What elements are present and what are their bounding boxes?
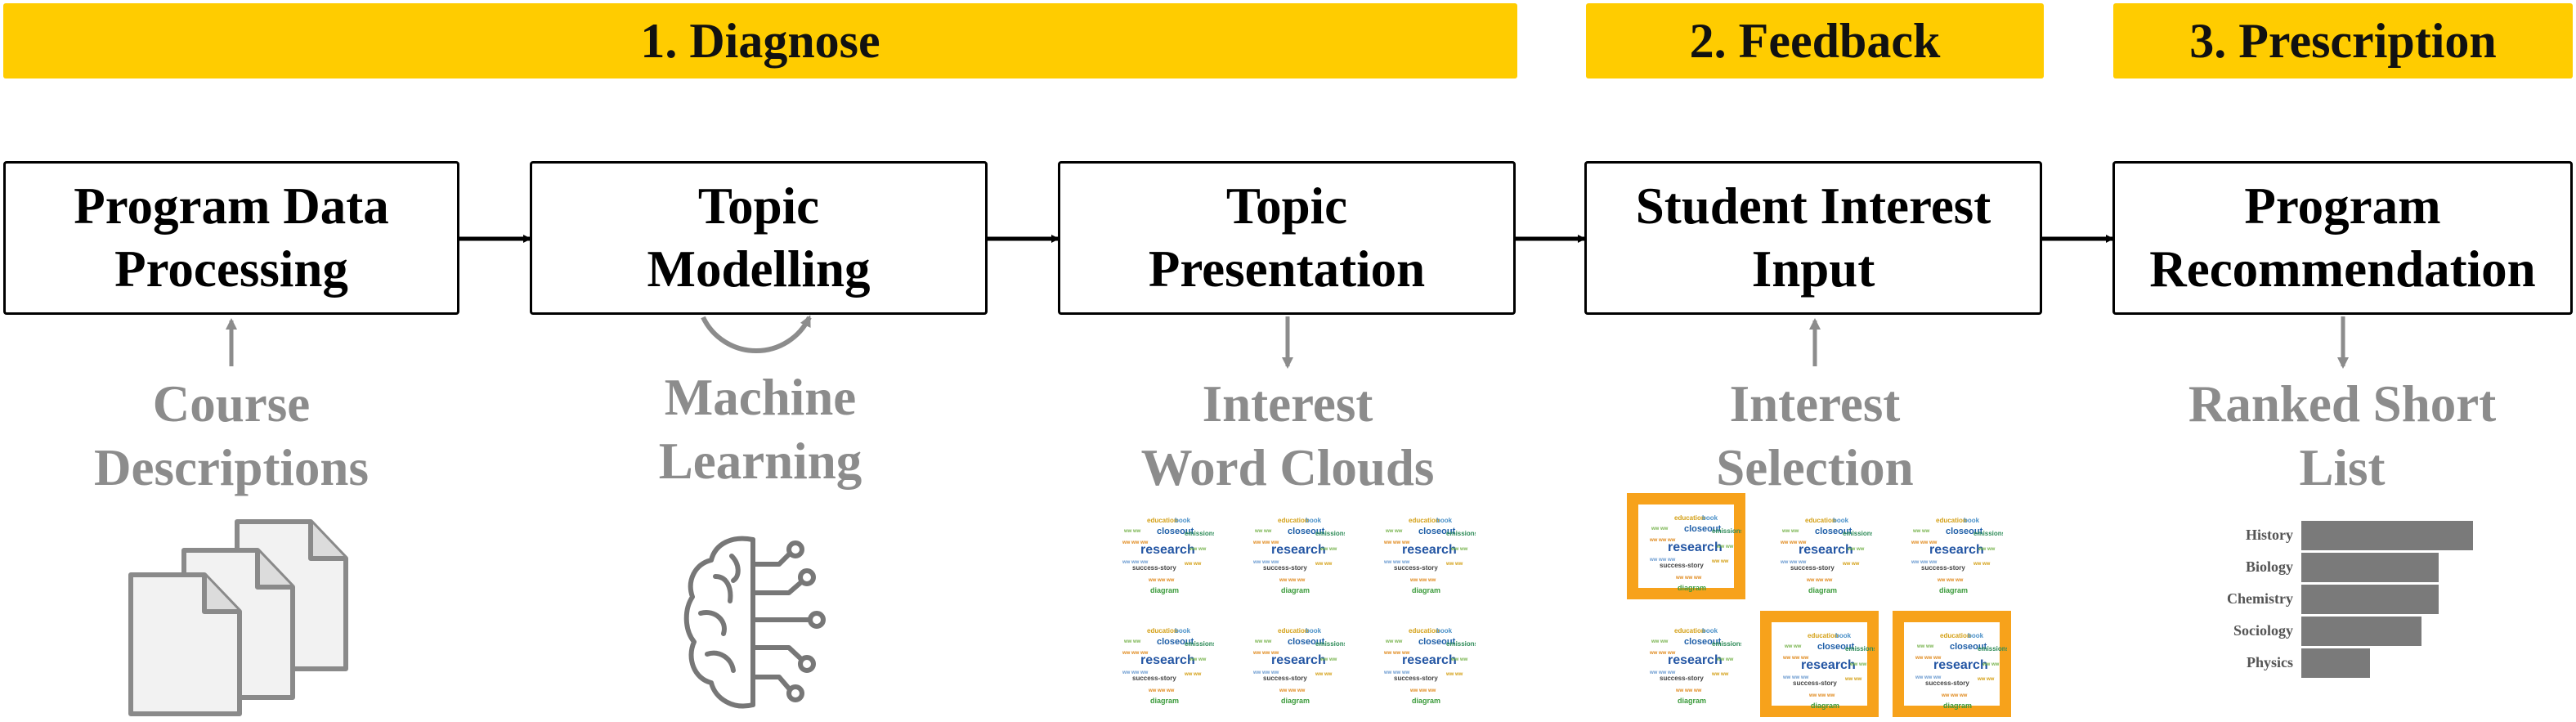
step5-line1: Program	[2244, 177, 2441, 235]
artifact-interest-word-clouds: Interest Word Clouds	[1075, 372, 1500, 500]
short-list-label: Chemistry	[2227, 590, 2293, 607]
artifact-course-descriptions: Course Descriptions	[19, 372, 444, 500]
word-cloud-icon	[1122, 627, 1214, 705]
artifact4-line2: Selection	[1716, 439, 1914, 496]
artifact3-line2: Word Clouds	[1140, 439, 1435, 496]
step4-line2: Input	[1751, 240, 1875, 298]
step-topic-presentation: Topic Presentation	[1058, 161, 1516, 315]
documents-icon	[128, 519, 348, 716]
word-cloud-icon	[1649, 514, 1741, 592]
selected-word-cloud-1	[1627, 493, 1745, 599]
step-program-data-processing: Program Data Processing	[3, 161, 459, 315]
artifact-ranked-short-list: Ranked Short List	[2130, 372, 2555, 500]
artifact4-line1: Interest	[1729, 375, 1901, 433]
step1-line1: Program Data	[74, 177, 389, 235]
brain-circuit-icon	[683, 536, 826, 709]
step-program-recommendation: Program Recommendation	[2112, 161, 2573, 315]
step2-line1: Topic	[697, 177, 820, 235]
short-list-bar	[2301, 617, 2421, 646]
word-cloud-icon	[1252, 627, 1345, 705]
short-list-label: Biology	[2245, 558, 2293, 575]
step-student-interest-input: Student Interest Input	[1584, 161, 2042, 315]
stage-feedback-banner: 2. Feedback	[1586, 3, 2044, 78]
step2-line2: Modelling	[647, 240, 871, 298]
short-list-bar	[2301, 585, 2439, 614]
stage-feedback-label: 2. Feedback	[1689, 13, 1941, 68]
artifact2-line2: Learning	[658, 433, 862, 490]
selected-word-cloud-2	[1760, 611, 1879, 717]
artifact-interest-selection: Interest Selection	[1602, 372, 2027, 500]
word-cloud-icon	[1252, 517, 1345, 594]
artifact-machine-learning: Machine Learning	[548, 365, 973, 493]
step-topic-modelling: Topic Modelling	[530, 161, 988, 315]
word-cloud-icon	[1915, 632, 2007, 710]
word-cloud-icon	[1383, 627, 1476, 705]
short-list-label: History	[2246, 527, 2293, 543]
word-cloud-icon	[1122, 517, 1214, 594]
artifact2-line1: Machine	[664, 369, 857, 426]
stage-prescription-label: 3. Prescription	[2189, 13, 2497, 68]
artifact1-line2: Descriptions	[94, 439, 369, 496]
short-list-bar	[2301, 553, 2439, 582]
short-list-bar	[2301, 521, 2473, 550]
step3-line2: Presentation	[1148, 240, 1426, 298]
word-cloud-icon	[1911, 517, 2003, 594]
stage-diagnose-banner: 1. Diagnose	[3, 3, 1517, 78]
selected-word-cloud-3	[1893, 611, 2011, 717]
stage-prescription-banner: 3. Prescription	[2113, 3, 2573, 78]
artifact5-line2: List	[2299, 439, 2386, 496]
artifact5-line1: Ranked Short	[2188, 375, 2497, 433]
word-cloud-icon	[1383, 517, 1476, 594]
step4-line1: Student Interest	[1635, 177, 1991, 235]
short-list-label: Physics	[2246, 654, 2293, 670]
stage-diagnose-label: 1. Diagnose	[640, 13, 880, 68]
step3-line1: Topic	[1225, 177, 1348, 235]
word-cloud-icon	[1780, 517, 1872, 594]
word-cloud-icon	[1782, 632, 1875, 710]
step1-line2: Processing	[114, 240, 348, 298]
artifact3-line1: Interest	[1202, 375, 1373, 433]
short-list-label: Sociology	[2233, 622, 2293, 639]
word-cloud-icon	[1649, 627, 1741, 705]
artifact1-line1: Course	[152, 375, 311, 433]
cycle-arrow-icon	[701, 315, 812, 353]
step5-line2: Recommendation	[2149, 240, 2536, 298]
short-list-bar	[2301, 648, 2370, 678]
